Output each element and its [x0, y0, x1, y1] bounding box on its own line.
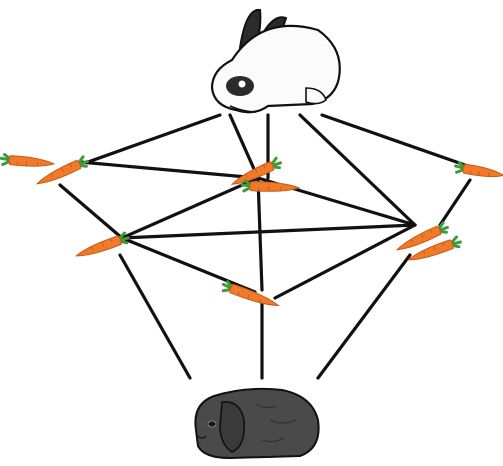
edge-line — [120, 176, 260, 240]
carrot-pair-left — [0, 153, 89, 185]
carrot-pair-mid-right — [395, 221, 462, 261]
edge-line — [120, 236, 257, 294]
edge-line — [438, 178, 472, 227]
edge-line — [58, 183, 124, 240]
carrot-icon — [35, 155, 89, 185]
carrot-icon — [406, 235, 462, 261]
carrot-single-mid-left — [74, 231, 130, 257]
white-rabbit-icon — [210, 8, 341, 114]
edge-line — [120, 223, 417, 240]
edge-line — [316, 253, 412, 380]
carrot-icon — [230, 156, 283, 185]
carrot-icon — [74, 231, 130, 257]
carrot-single-bottom — [221, 280, 280, 307]
edge-line — [298, 113, 417, 227]
carrot-single-right — [454, 161, 503, 178]
gray-lop-rabbit-icon — [194, 387, 320, 460]
carrot-icon — [0, 153, 56, 167]
edge-line — [118, 253, 192, 380]
edge-line — [256, 176, 264, 292]
carrot-icon — [221, 280, 280, 307]
edge-line — [273, 223, 417, 300]
carrot-icon — [240, 179, 301, 193]
edge-line — [320, 113, 467, 167]
carrot-icon — [395, 221, 449, 251]
carrot-pair-center — [230, 156, 301, 193]
carrot-icon — [454, 161, 503, 178]
edge-line — [228, 113, 260, 180]
edge-line — [86, 113, 222, 164]
edge-line — [78, 160, 260, 180]
diagram-edges — [58, 113, 472, 380]
carrot-layer — [0, 153, 503, 307]
rabbit-layer — [194, 8, 341, 460]
